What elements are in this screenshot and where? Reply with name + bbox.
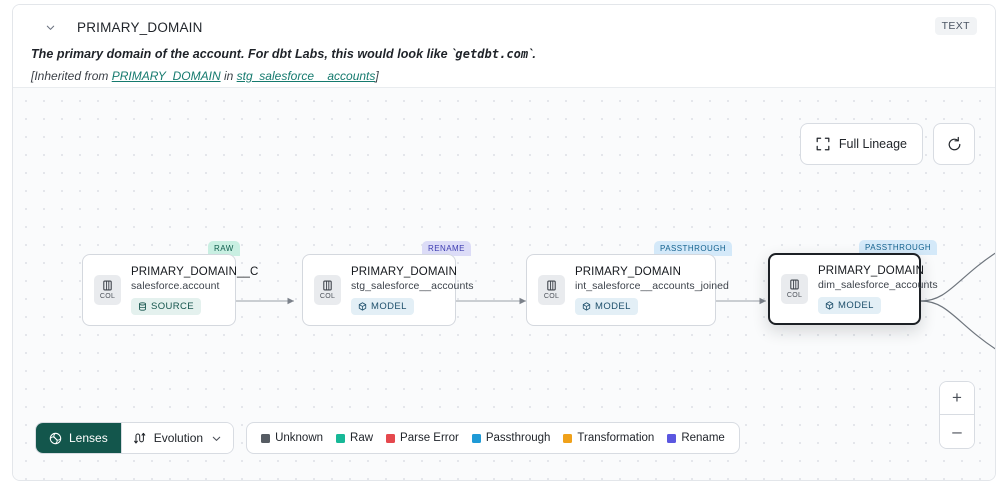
legend-label: Transformation [577, 432, 655, 444]
card-header: PRIMARY_DOMAIN TEXT The primary domain o… [13, 5, 995, 87]
legend-label: Parse Error [400, 432, 459, 444]
node-subtitle: stg_salesforce__accounts [351, 280, 474, 292]
lineage-node-dim-salesforce-accounts[interactable]: COL PRIMARY_DOMAIN dim_salesforce_accoun… [768, 253, 938, 325]
node-subtitle: dim_salesforce_accounts [818, 279, 938, 291]
node-type-chip-label: MODEL [838, 300, 874, 311]
lineage-node-salesforce-account[interactable]: COL PRIMARY_DOMAIN__C salesforce.account [82, 254, 258, 326]
node-body: PRIMARY_DOMAIN int_salesforce__accounts_… [575, 265, 729, 315]
node-body: PRIMARY_DOMAIN dim_salesforce_accounts M… [818, 264, 938, 314]
node-subtitle: salesforce.account [131, 280, 220, 292]
column-icon: COL [314, 275, 341, 305]
legend-label: Unknown [275, 432, 324, 444]
node-type-chip: SOURCE [131, 298, 202, 315]
legend-swatch [471, 433, 481, 443]
header-title-row: PRIMARY_DOMAIN [31, 17, 977, 37]
legend-item: Rename [667, 432, 725, 444]
node-body: PRIMARY_DOMAIN__C salesforce.account SOU… [131, 265, 258, 315]
zoom-controls: + – [939, 381, 975, 449]
column-icon-label: COL [99, 293, 116, 300]
edge-out-upper [920, 252, 995, 302]
chevron-down-icon [211, 433, 222, 444]
legend-swatch [667, 433, 677, 443]
edge-out-lower [920, 300, 995, 350]
legend-swatch [386, 433, 396, 443]
refresh-button[interactable] [933, 123, 975, 165]
column-icon: COL [94, 275, 121, 305]
legend-item: Transformation [563, 432, 654, 444]
column-icon-label: COL [543, 293, 560, 300]
evolution-dropdown[interactable]: Evolution [120, 423, 234, 453]
description-suffix: `. [528, 47, 536, 61]
node-type-chip: MODEL [575, 298, 638, 315]
full-lineage-label: Full Lineage [838, 137, 907, 151]
node-title: PRIMARY_DOMAIN [818, 265, 924, 277]
lineage-edges [236, 252, 995, 350]
inherited-suffix: ] [375, 69, 379, 83]
legend-item: Raw [336, 432, 373, 444]
legend-swatch [563, 433, 573, 443]
lenses-label: Lenses [69, 431, 108, 445]
node-title: PRIMARY_DOMAIN [575, 266, 681, 278]
evolution-icon [133, 431, 146, 445]
node-type-chip-label: MODEL [371, 301, 407, 312]
node-kind-tag: RENAME [422, 241, 471, 256]
detail-card: PRIMARY_DOMAIN TEXT The primary domain o… [12, 4, 996, 481]
inherited-from-line: [Inherited from PRIMARY_DOMAIN in stg_sa… [31, 69, 977, 83]
lineage-legend: Unknown Raw Parse Error Passthrough [246, 422, 740, 454]
lineage-node-int-salesforce-accounts-joined[interactable]: COL PRIMARY_DOMAIN int_salesforce__accou… [526, 254, 729, 326]
refresh-icon [946, 136, 963, 153]
chevron-down-icon[interactable] [43, 20, 57, 34]
node-kind-tag: PASSTHROUGH [859, 240, 938, 255]
cube-icon [825, 301, 834, 310]
zoom-out-button[interactable]: – [940, 415, 974, 448]
lenses-segmented-control: Lenses Evolution [35, 422, 235, 454]
inherited-prefix: [Inherited from [31, 69, 112, 83]
cube-icon [582, 302, 591, 311]
legend-swatch [261, 433, 271, 443]
zoom-in-button[interactable]: + [940, 382, 974, 415]
type-badge: TEXT [934, 17, 977, 35]
inherited-column-link[interactable]: PRIMARY_DOMAIN [111, 69, 221, 83]
node-subtitle: int_salesforce__accounts_joined [575, 280, 729, 292]
legend-item: Unknown [261, 432, 323, 444]
node-type-chip-label: SOURCE [151, 301, 195, 312]
legend-label: Raw [350, 432, 374, 444]
legend-item: Passthrough [471, 432, 551, 444]
node-title: PRIMARY_DOMAIN [351, 266, 457, 278]
canvas-bottom-toolbar: Lenses Evolution [35, 422, 740, 454]
inherited-model-link[interactable]: stg_salesforce__accounts [236, 69, 376, 83]
node-type-chip: MODEL [351, 298, 414, 315]
node-kind-tag: PASSTHROUGH [654, 241, 733, 256]
node-type-chip-label: MODEL [595, 301, 631, 312]
column-description: The primary domain of the account. For d… [31, 47, 977, 61]
column-icon-label: COL [319, 293, 336, 300]
database-icon [138, 302, 147, 311]
inherited-middle: in [220, 69, 237, 83]
column-icon-label: COL [786, 292, 803, 299]
evolution-label: Evolution [153, 431, 204, 445]
expand-corners-icon [816, 137, 830, 151]
node-kind-tag: RAW [208, 241, 240, 256]
lineage-node-stg-salesforce-accounts[interactable]: COL PRIMARY_DOMAIN stg_salesforce__accou… [302, 254, 474, 326]
node-type-chip: MODEL [818, 297, 881, 314]
column-icon: COL [538, 275, 565, 305]
column-icon: COL [781, 274, 808, 304]
description-code: getdbt.com [455, 47, 529, 61]
node-title: PRIMARY_DOMAIN__C [131, 266, 259, 278]
full-lineage-button[interactable]: Full Lineage [799, 123, 923, 165]
legend-item: Parse Error [386, 432, 459, 444]
canvas-top-controls: Full Lineage [799, 123, 975, 165]
node-body: PRIMARY_DOMAIN stg_salesforce__accounts … [351, 265, 474, 315]
cube-icon [358, 302, 367, 311]
page-title: PRIMARY_DOMAIN [77, 19, 203, 35]
lenses-button[interactable]: Lenses [36, 423, 121, 453]
description-text: The primary domain of the account. For d… [31, 47, 456, 61]
lens-icon [49, 432, 62, 445]
lineage-canvas[interactable]: Full Lineage + – RAW [13, 87, 995, 480]
legend-label: Rename [681, 432, 725, 444]
legend-swatch [336, 433, 346, 443]
legend-label: Passthrough [485, 432, 551, 444]
